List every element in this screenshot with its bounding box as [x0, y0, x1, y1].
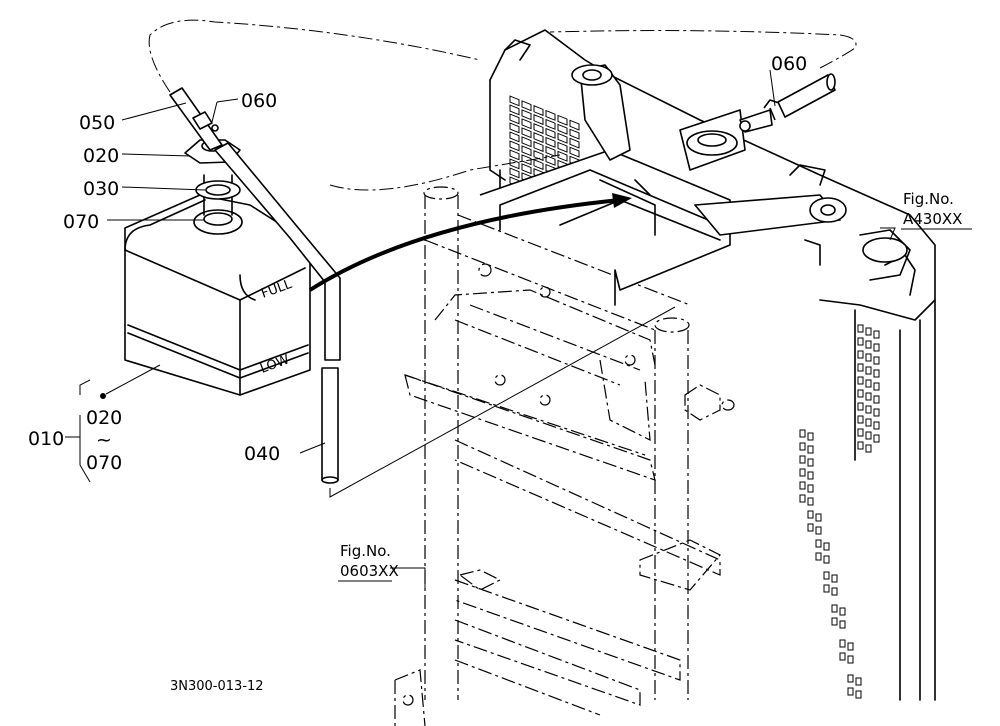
leader-lines — [65, 69, 896, 590]
part-label-010-range-from: 020 — [86, 407, 122, 429]
part-label-010-range-to: 070 — [86, 452, 122, 474]
figure-ref-number: 0603XX — [340, 562, 399, 580]
part-label-020: 020 — [83, 145, 119, 167]
part-labels: 050 060 020 030 070 010 020 ~ 070 040 06… — [28, 53, 807, 474]
part-label-010-range-tilde: ~ — [96, 429, 112, 451]
part-label-070: 070 — [63, 211, 99, 233]
part-label-010: 010 — [28, 428, 64, 450]
figure-ref-0603xx: Fig.No. 0603XX — [338, 542, 399, 582]
radiator-assembly — [479, 29, 936, 701]
reserve-tank: FULL LOW — [124, 87, 341, 484]
routing-lines — [148, 19, 857, 498]
part-label-030: 030 — [83, 178, 119, 200]
part-label-060-right: 060 — [771, 53, 807, 75]
part-label-050: 050 — [79, 112, 115, 134]
drawing-code: 3N300-013-12 — [170, 679, 264, 694]
figure-ref-label: Fig.No. — [340, 542, 391, 560]
figure-ref-number: A430XX — [903, 210, 962, 228]
figure-ref-label: Fig.No. — [903, 190, 954, 208]
tank-reference-dot — [100, 393, 106, 399]
figure-ref-a430xx: Fig.No. A430XX — [901, 190, 972, 230]
part-label-060-left: 060 — [241, 90, 277, 112]
radiator-core-grille-side — [799, 324, 880, 699]
part-label-040: 040 — [244, 443, 280, 465]
frame-assembly — [394, 186, 735, 726]
